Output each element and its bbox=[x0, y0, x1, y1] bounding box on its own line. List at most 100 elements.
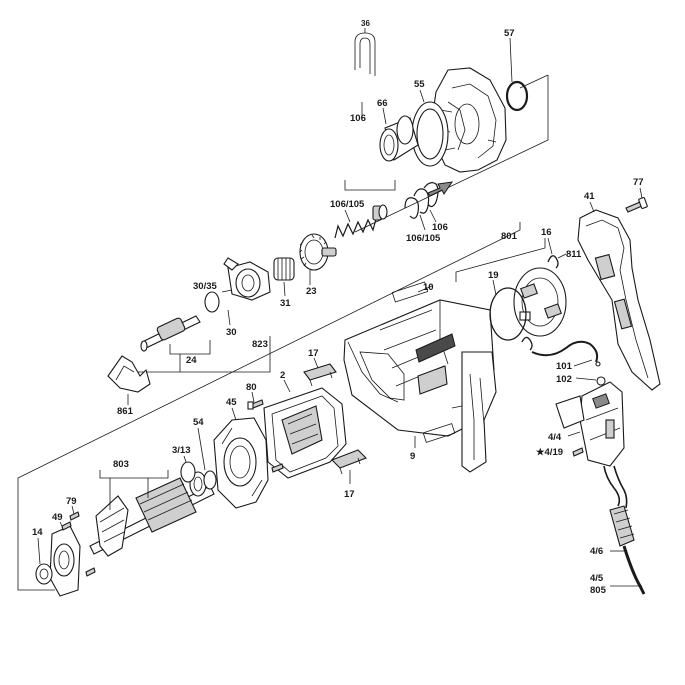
stator-2 bbox=[263, 387, 347, 479]
label-2: 2 bbox=[280, 370, 285, 381]
label-805: 805 bbox=[590, 585, 607, 596]
label-3-13: 3/13 bbox=[172, 445, 191, 456]
motor-housing bbox=[343, 299, 497, 473]
leader-811 bbox=[557, 253, 567, 259]
bushing-30 bbox=[204, 291, 220, 313]
brush-16-top bbox=[547, 255, 559, 269]
label-30: 30 bbox=[226, 327, 237, 338]
label-31: 31 bbox=[280, 298, 291, 309]
label-823: 823 bbox=[252, 339, 268, 350]
label-10: 10 bbox=[423, 282, 434, 293]
screw-4-19 bbox=[572, 447, 584, 457]
leader-19 bbox=[492, 279, 497, 296]
clip-36 bbox=[354, 28, 376, 76]
leader-101 bbox=[573, 359, 593, 367]
label-45: 45 bbox=[226, 397, 237, 408]
screw-77 bbox=[625, 197, 648, 213]
bearing-3-13 bbox=[180, 461, 196, 483]
label-17-bottom: 17 bbox=[344, 489, 355, 500]
clip-17-top bbox=[303, 363, 337, 387]
leader-45 bbox=[231, 407, 237, 421]
end-shield bbox=[49, 525, 81, 597]
label-23: 23 bbox=[306, 286, 317, 297]
label-4-4: 4/4 bbox=[548, 432, 562, 443]
leader-66 bbox=[382, 107, 387, 125]
label-4-6: 4/6 bbox=[590, 546, 603, 557]
label-16: 16 bbox=[541, 227, 552, 238]
label-9: 9 bbox=[410, 451, 415, 462]
leader-30-35 bbox=[221, 289, 233, 293]
leader-80 bbox=[251, 391, 255, 403]
label-66: 66 bbox=[377, 98, 388, 109]
needle-bearing-31 bbox=[273, 257, 295, 281]
label-803: 803 bbox=[113, 459, 129, 470]
brush-holder-801 bbox=[513, 267, 567, 337]
air-baffle-45 bbox=[213, 417, 269, 509]
leader-57 bbox=[509, 37, 513, 83]
leader-14 bbox=[37, 537, 41, 565]
power-cable bbox=[603, 465, 646, 595]
wobble-30-35 bbox=[223, 257, 271, 301]
rating-plate-bottom bbox=[422, 423, 456, 443]
label-4-5: 4/5 bbox=[590, 573, 604, 584]
switch-4-4 bbox=[555, 381, 625, 467]
label-102: 102 bbox=[556, 374, 572, 385]
label-4-19: ★4/19 bbox=[536, 447, 563, 458]
label-77: 77 bbox=[633, 177, 644, 188]
label-101: 101 bbox=[556, 361, 573, 372]
ring-54 bbox=[203, 470, 217, 490]
label-14: 14 bbox=[32, 527, 43, 538]
label-811: 811 bbox=[566, 249, 582, 260]
label-79: 79 bbox=[66, 496, 77, 507]
direction-arrow bbox=[427, 181, 454, 197]
bracket-801 bbox=[455, 238, 546, 282]
label-106-105-right: 106/105 bbox=[406, 233, 441, 244]
shaft-24 bbox=[140, 315, 201, 352]
leader-31 bbox=[283, 281, 286, 297]
leader-79 bbox=[71, 505, 75, 515]
o-ring-57 bbox=[505, 80, 529, 112]
leader-4-4 bbox=[567, 431, 581, 437]
bearing-14-inner bbox=[39, 568, 49, 580]
brush-16-bottom bbox=[521, 336, 533, 351]
gear-group-bracket bbox=[344, 180, 396, 191]
screw-49 bbox=[61, 521, 72, 531]
leader-17a bbox=[313, 357, 319, 369]
leader-106-105b bbox=[419, 214, 426, 231]
label-55: 55 bbox=[414, 79, 425, 90]
label-801: 801 bbox=[501, 231, 518, 242]
label-49: 49 bbox=[52, 512, 63, 523]
leader-54 bbox=[197, 427, 206, 471]
label-57: 57 bbox=[504, 28, 515, 39]
screw-80 bbox=[247, 399, 264, 410]
wire-lead bbox=[531, 340, 601, 367]
spring-106-105 bbox=[334, 204, 388, 239]
leader-106b bbox=[429, 209, 437, 223]
leader-41 bbox=[589, 201, 595, 213]
clip-17-bottom bbox=[331, 449, 367, 475]
label-861: 861 bbox=[117, 406, 134, 417]
leader-106-105a bbox=[344, 209, 351, 223]
leader-30 bbox=[227, 309, 231, 326]
screw-80b bbox=[271, 463, 284, 473]
leader-2 bbox=[283, 379, 291, 393]
label-41: 41 bbox=[584, 191, 595, 202]
label-30-35: 30/35 bbox=[193, 281, 217, 292]
leader-10 bbox=[417, 285, 433, 293]
bracket-24 bbox=[169, 340, 211, 355]
screw-79 bbox=[69, 511, 80, 521]
motor-group-frame bbox=[17, 222, 521, 591]
label-106-top: 106 bbox=[350, 113, 366, 124]
capacitor-102 bbox=[596, 376, 606, 386]
leader-49 bbox=[59, 521, 63, 527]
label-19: 19 bbox=[488, 270, 499, 281]
label-80: 80 bbox=[246, 382, 257, 393]
leader-16 bbox=[547, 237, 553, 255]
bracket-part-861 bbox=[107, 355, 151, 393]
clamp-ring-19 bbox=[489, 287, 527, 341]
brand-plate bbox=[415, 333, 456, 363]
bracket-803 bbox=[99, 470, 169, 479]
leader-55 bbox=[419, 89, 425, 103]
